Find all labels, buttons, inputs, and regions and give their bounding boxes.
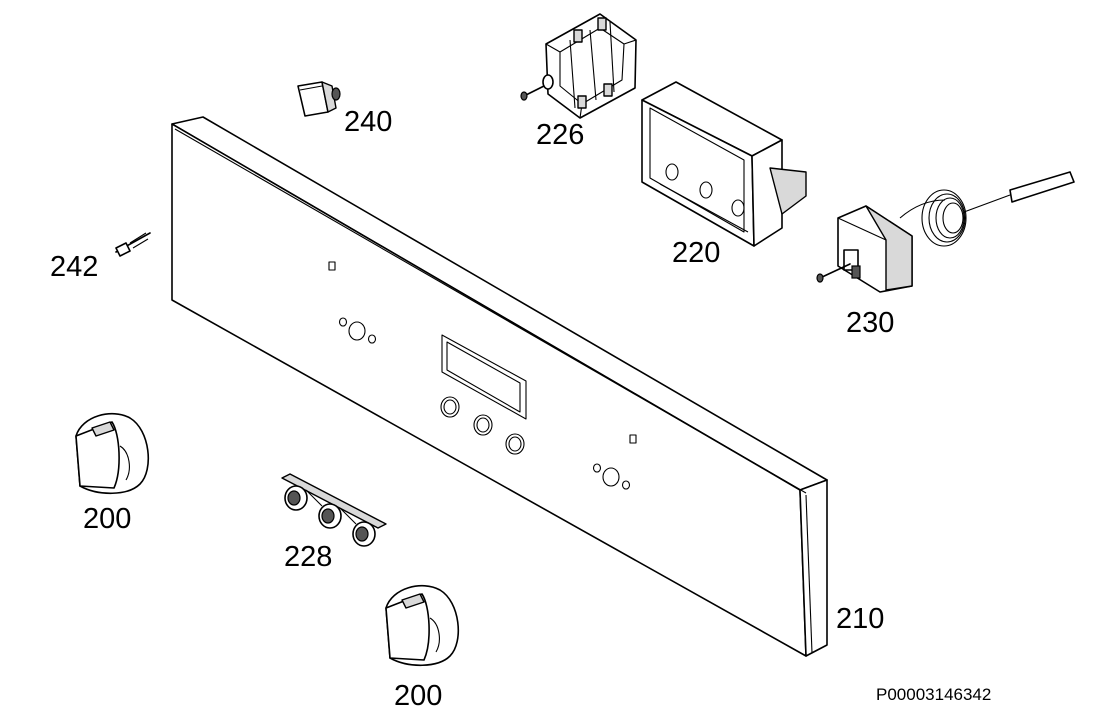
knob-upper (75, 412, 150, 495)
control-panel (171, 116, 828, 657)
button-part (297, 81, 341, 117)
knob-lower (385, 584, 460, 667)
selector-switch-part (520, 13, 637, 119)
label-242: 242 (50, 251, 98, 283)
label-200-upper: 200 (83, 503, 131, 535)
programmer-frame-part (641, 81, 807, 247)
label-220: 220 (672, 237, 720, 269)
thermostat-part (816, 171, 1075, 293)
label-228: 228 (284, 541, 332, 573)
label-226: 226 (536, 119, 584, 151)
document-number: P00003146342 (876, 685, 991, 704)
label-210: 210 (836, 603, 884, 635)
label-230: 230 (846, 307, 894, 339)
pin-part (115, 232, 151, 257)
label-200-lower: 200 (394, 680, 442, 712)
label-240: 240 (344, 106, 392, 138)
indicator-lamps-part (281, 473, 387, 547)
